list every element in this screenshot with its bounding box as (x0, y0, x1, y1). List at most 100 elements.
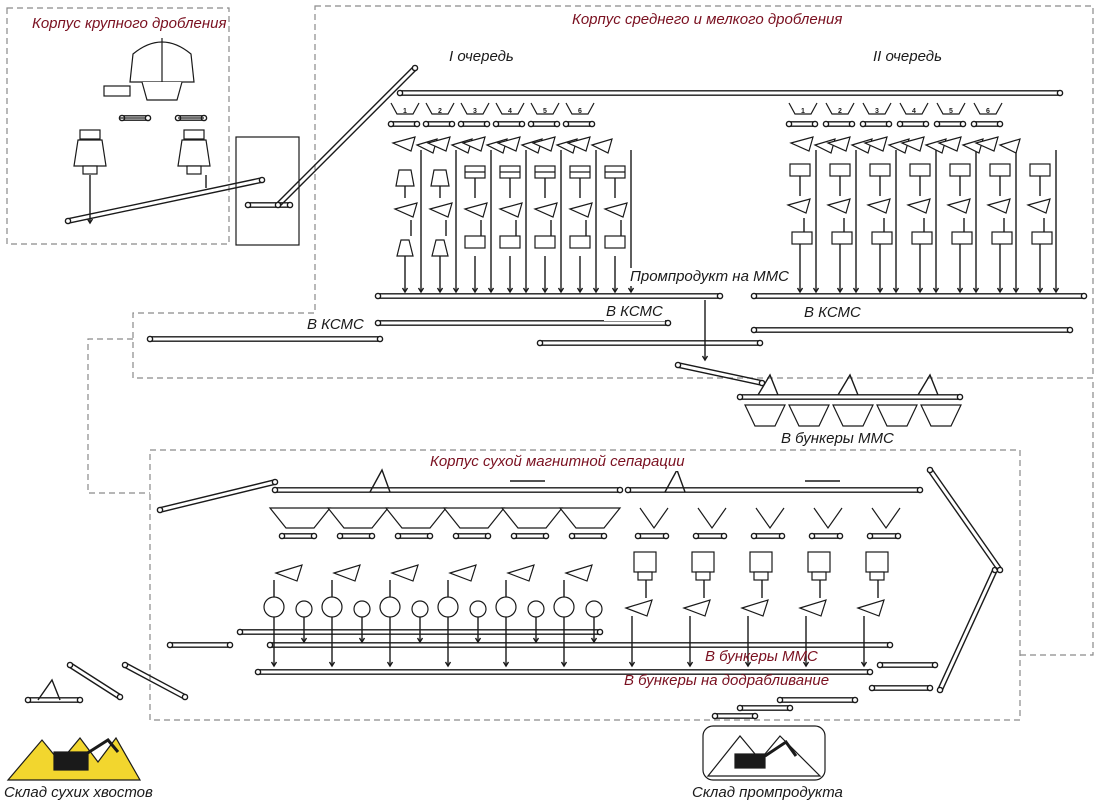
bin-feeder (493, 121, 524, 126)
cone-crusher-body (178, 140, 210, 166)
cone-crusher (692, 552, 714, 572)
conveyor-belt-top (68, 182, 262, 223)
queue-1-ksms-conveyor (375, 320, 670, 325)
roll-crusher (1030, 164, 1050, 176)
conveyor-pulley (867, 669, 872, 674)
roll-crusher (790, 164, 810, 176)
conveyor-pulley (693, 533, 698, 538)
cone-crusher-base (638, 572, 652, 580)
conveyor-pulley (458, 121, 463, 126)
tailings-stacker (25, 697, 82, 702)
conveyor-pulley (395, 533, 400, 538)
feed-distribution-conveyor (397, 90, 1062, 95)
middlings-storage-label: Склад промпродукта (692, 784, 843, 802)
screen-lower (828, 199, 850, 213)
dms-hopper (270, 508, 330, 528)
queue-2-crusher-group (868, 164, 892, 244)
conveyor-pulley (777, 697, 782, 702)
queue-2-crusher-group (908, 164, 932, 244)
crusher-number: 2 (838, 108, 842, 115)
to-mms-bunkers-bottom-label: В бункеры ММС (705, 648, 818, 666)
conveyor-belt-bottom (932, 469, 1002, 569)
magnetic-separator-drum (496, 597, 516, 617)
cone-crusher-base (812, 572, 826, 580)
conveyor-pulley (997, 567, 1002, 572)
screen-lower (908, 199, 930, 213)
conveyor-pulley (869, 685, 874, 690)
conveyor-belt-bottom (276, 66, 413, 203)
crusher-number: 6 (986, 108, 990, 115)
queue-1-crusher-group (395, 170, 417, 256)
conveyor-pulley (937, 687, 942, 692)
conveyor-pulley (77, 697, 82, 702)
tripper-car (370, 470, 390, 492)
queue-1-crusher-group (500, 166, 522, 248)
conveyor-pulley (511, 533, 516, 538)
tailings-transfer-2 (122, 662, 187, 699)
conveyor-pulley (927, 467, 932, 472)
queue-1-crusher-group (535, 166, 557, 248)
queue-2-title: II очередь (873, 48, 942, 66)
conveyor-pulley (860, 121, 865, 126)
dms-line-2-collector (625, 487, 922, 492)
crusher-base (142, 82, 182, 100)
roll-crusher-lower (992, 232, 1012, 244)
conveyor-pulley (737, 705, 742, 710)
dms-feeder-2 (751, 533, 784, 538)
cone-crusher (431, 170, 449, 186)
conveyor-pulley (1067, 327, 1072, 332)
conveyor-pulley (957, 394, 962, 399)
mms-bunker (745, 405, 785, 426)
conveyor-belt-top (928, 471, 998, 571)
dms-hopper (502, 508, 562, 528)
conveyor-belt-top (942, 571, 997, 691)
screen-lower (535, 203, 557, 217)
dms-hopper (444, 508, 504, 528)
dms-hopper-2 (756, 508, 784, 528)
conveyor-pulley (67, 662, 72, 667)
connecting-outline (88, 339, 150, 493)
dms-screen (392, 565, 418, 581)
dms-mms-conveyor (267, 642, 892, 647)
roll-crusher-lower (570, 236, 590, 248)
dms-hopper (560, 508, 620, 528)
roll-crusher (910, 164, 930, 176)
cone-crusher-base (754, 572, 768, 580)
screen-lower (948, 199, 970, 213)
dms-feeder-2 (693, 533, 726, 538)
magnetic-separator-drum (438, 597, 458, 617)
screen-lower (988, 199, 1010, 213)
dms-screen-2 (800, 600, 826, 616)
conveyor-pulley (397, 90, 402, 95)
roll-crusher (870, 164, 890, 176)
conveyor-pulley (563, 121, 568, 126)
crusher-number: 2 (438, 108, 442, 115)
bin-feeder (934, 121, 965, 126)
conveyor-pulley (737, 394, 742, 399)
queue-2-crusher-group (948, 164, 972, 244)
bin-feeder (528, 121, 559, 126)
cone-crusher-body (74, 140, 106, 166)
roll-crusher-lower (535, 236, 555, 248)
tower-conveyor (245, 202, 292, 207)
conveyor-pulley (809, 533, 814, 538)
dms-feeder-2 (635, 533, 668, 538)
screen-lower (395, 203, 417, 217)
conveyor-belt-bottom (68, 178, 262, 219)
dry-tailings-stockpile (8, 738, 140, 780)
conveyor-pulley (849, 121, 854, 126)
excavator-icon (54, 752, 88, 770)
dms-hopper-2 (872, 508, 900, 528)
conveyor-pulley (823, 121, 828, 126)
dms-hopper-2 (814, 508, 842, 528)
conveyor-pulley (589, 121, 594, 126)
magnetic-separator-drum (528, 601, 544, 617)
bin-feeder (388, 121, 419, 126)
bin-feeder (786, 121, 817, 126)
roll-crusher-lower (952, 232, 972, 244)
to-ksms-right-label: В КСМС (802, 304, 863, 322)
conveyor-pulley (167, 642, 172, 647)
queue-1-title: I очередь (449, 48, 514, 66)
dms-feed-conveyor (157, 479, 277, 512)
